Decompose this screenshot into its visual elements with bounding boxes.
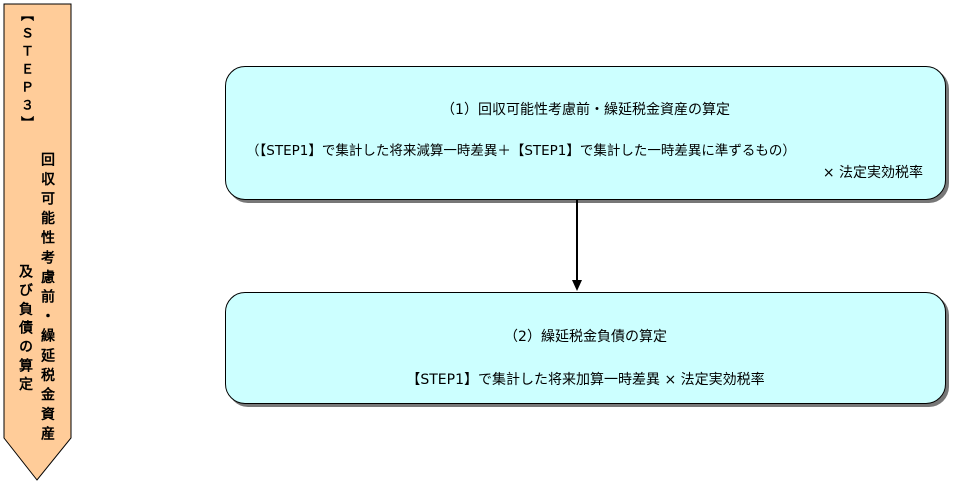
box-1-formula: （【STEP1】で集計した将来減算一時差異＋【STEP1】で集計した一時差異に準… [246,143,796,159]
box-2-formula: 【STEP1】で集計した将来加算一時差異 × 法定実効税率 [406,372,765,388]
box-1-formula-suffix: × 法定実効税率 [822,165,923,181]
step-title-line-2: 及び負債の算定 [17,264,33,396]
step-label: 【ＳＴＥＰ３】 [18,8,33,134]
step-banner-shape [3,3,72,481]
step-title-line-1: 回収可能性考慮前・繰延税金資産 [39,152,55,446]
flow-connector [572,200,582,291]
box-1-title: （1）回収可能性考慮前・繰延税金資産の算定 [441,102,730,118]
box-2-title: （2）繰延税金負債の算定 [504,329,667,345]
deferred-tax-liability-box: （2）繰延税金負債の算定 【STEP1】で集計した将来加算一時差異 × 法定実効… [225,292,946,404]
deferred-tax-asset-box: （1）回収可能性考慮前・繰延税金資産の算定 （【STEP1】で集計した将来減算一… [225,66,946,200]
step-banner-arrow [3,3,72,481]
arrow-down-icon [572,280,582,291]
